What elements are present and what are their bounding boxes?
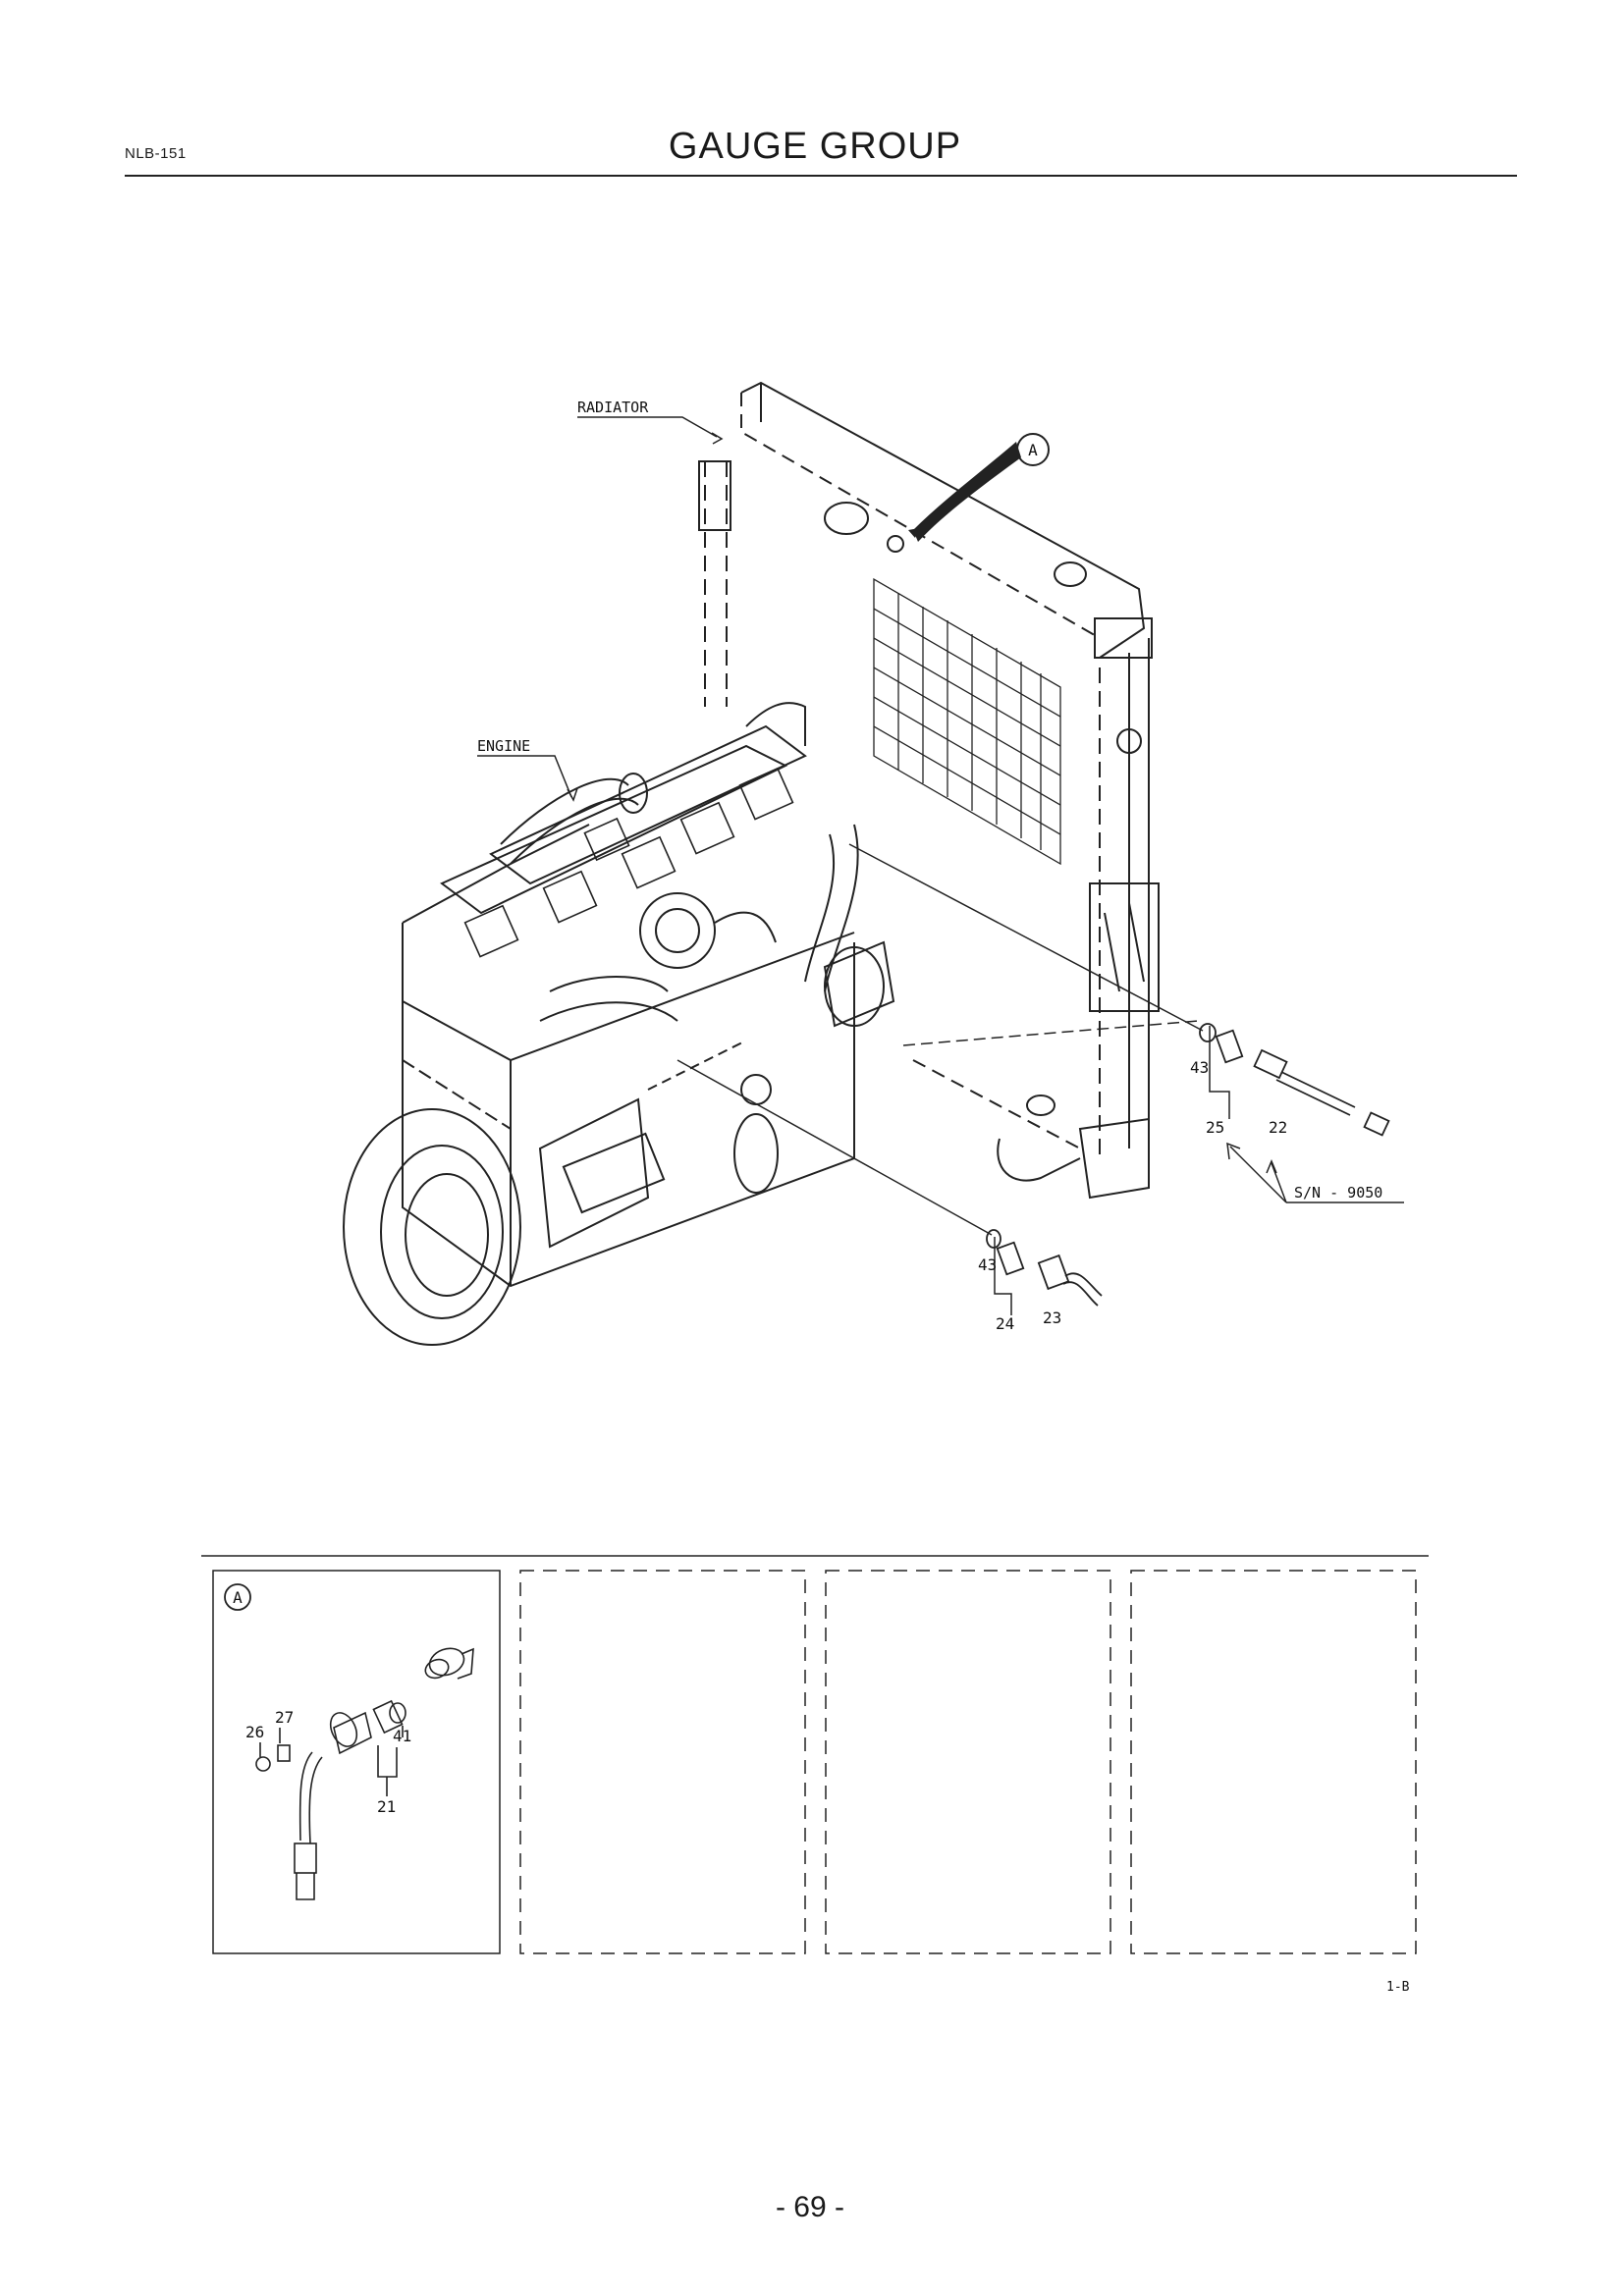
callout-23: 23 [1043,1308,1061,1327]
callout-25: 25 [1206,1118,1224,1137]
engine-assembly [343,702,895,1346]
header-rule [125,175,1517,177]
callout-27: 27 [275,1708,294,1727]
detail-panel-empty-1 [519,1570,806,1954]
callout-26: 26 [245,1723,264,1741]
sensor-parts-main [986,1023,1390,1307]
callout-43-upper: 43 [1190,1058,1209,1077]
sheet-reference: 1-B [1386,1980,1410,1995]
detail-panel-a: A 26 27 41 21 [212,1570,501,1954]
callout-43-lower: 43 [978,1255,997,1274]
detail-a-marker-label: A [233,1588,243,1607]
callout-24: 24 [996,1314,1014,1333]
serial-note: S/N - 9050 [1294,1184,1382,1201]
engine-label: ENGINE [477,737,530,755]
page-number: - 69 - [775,2191,845,2223]
leader-lines [477,416,1404,1315]
page-title: GAUGE GROUP [668,126,962,167]
view-marker-a-label: A [1028,441,1038,459]
view-marker-a [1016,433,1050,466]
radiator-assembly [698,381,1160,1200]
document-code: NLB-151 [125,145,187,162]
detail-a-pointer [908,442,1021,542]
radiator-label: RADIATOR [577,399,649,416]
callout-41: 41 [393,1727,411,1745]
detail-panel-empty-3 [1130,1570,1417,1954]
detail-panel-empty-2 [825,1570,1111,1954]
callout-22: 22 [1269,1118,1287,1137]
callout-21: 21 [377,1797,396,1816]
